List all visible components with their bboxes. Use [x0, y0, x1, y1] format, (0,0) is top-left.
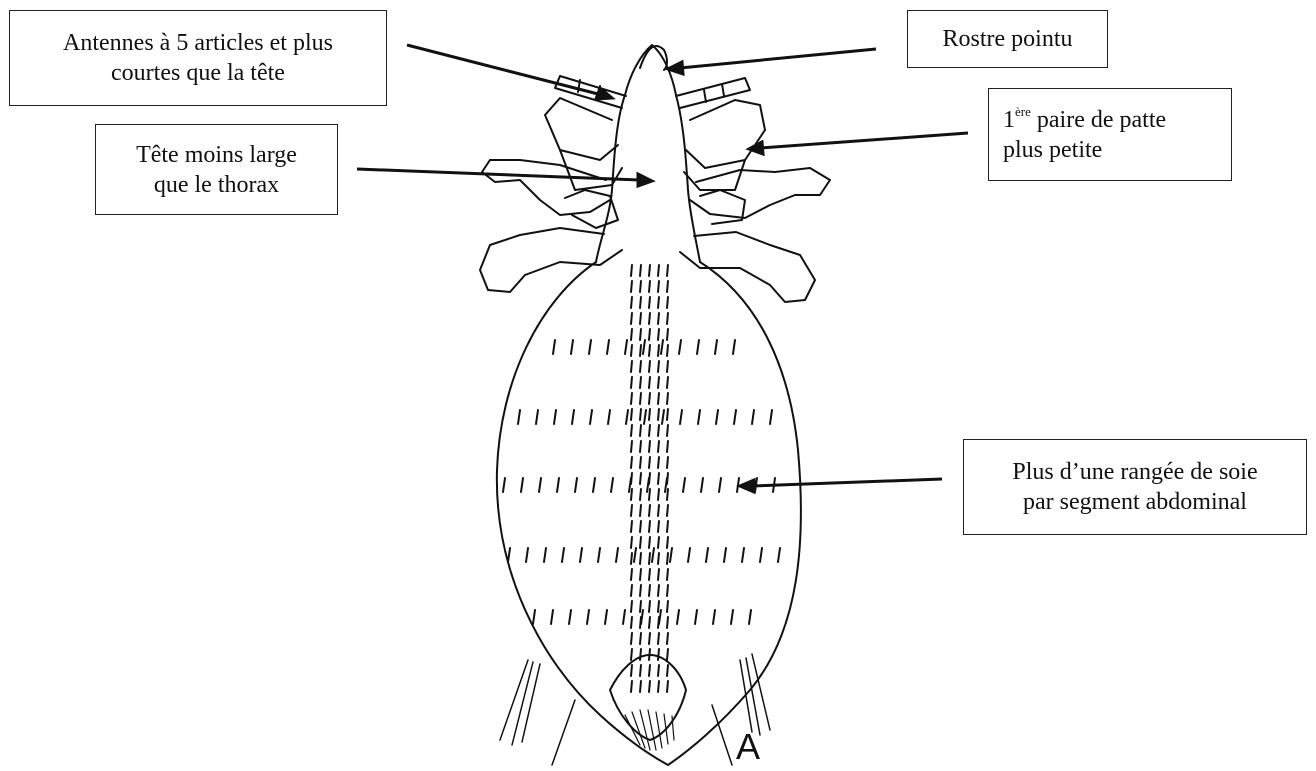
arrow-soie [752, 479, 942, 486]
anal-spines [625, 710, 674, 750]
label-rostre: Rostre pointu [907, 10, 1108, 68]
label-tete-line1: Tête moins large [136, 140, 297, 170]
label-paire-num: 1 [1003, 107, 1015, 133]
label-tete-line2: que le thorax [154, 170, 279, 200]
figure-letter: A [736, 726, 760, 768]
callout-arrows [357, 45, 968, 492]
abdominal-setae [503, 265, 780, 692]
arrow-paire [760, 133, 968, 148]
label-tete: Tête moins large que le thorax [95, 124, 338, 215]
label-paire-sup: ère [1015, 104, 1031, 119]
label-soie-line2: par segment abdominal [1023, 487, 1247, 517]
genital-plate [610, 655, 686, 740]
label-paire-line1: 1ère paire de patte [1003, 105, 1166, 135]
head-outline [596, 45, 700, 262]
arrow-rostre [680, 49, 876, 68]
label-soie-line1: Plus d’une rangée de soie [1012, 457, 1257, 487]
tail-setae [500, 654, 770, 765]
label-antennes-line2: courtes que la tête [111, 58, 285, 88]
legs-right [680, 100, 830, 302]
label-rostre-line1: Rostre pointu [943, 24, 1073, 54]
label-antennes-line1: Antennes à 5 articles et plus [63, 28, 333, 58]
label-soie: Plus d’une rangée de soie par segment ab… [963, 439, 1307, 535]
label-paire-line2: plus petite [1003, 135, 1102, 165]
label-paire: 1ère paire de patte plus petite [988, 88, 1232, 181]
arrow-antennes [407, 45, 602, 95]
label-antennes: Antennes à 5 articles et plus courtes qu… [9, 10, 387, 106]
antennae [555, 76, 750, 108]
arrow-tete [357, 169, 640, 180]
label-paire-rest: paire de patte [1031, 107, 1166, 133]
legs-left [480, 98, 622, 292]
